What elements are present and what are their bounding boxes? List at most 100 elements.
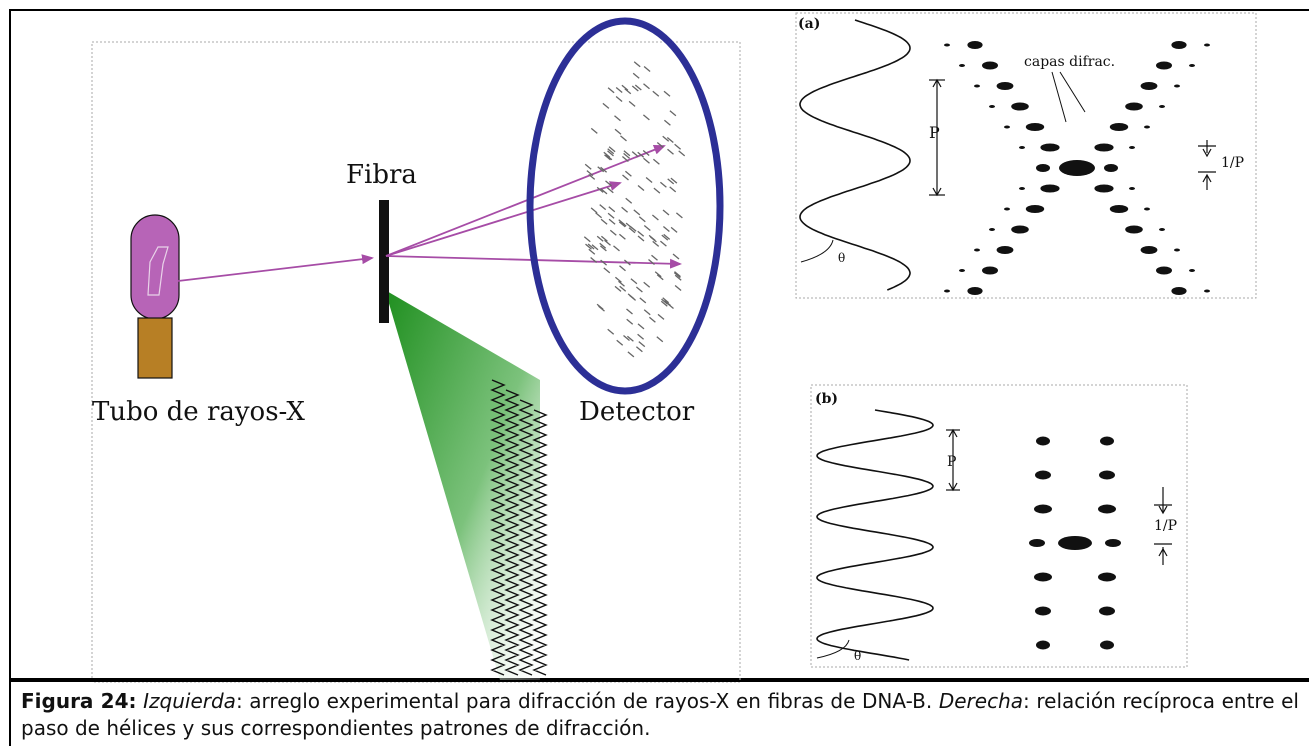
- panel-b: (b) θ P 1/P: [810, 384, 1188, 668]
- diffraction-spot: [1035, 606, 1051, 616]
- diffraction-spot: [1059, 160, 1095, 176]
- detector-mark: [606, 187, 614, 194]
- detector-mark: [590, 207, 598, 214]
- detector-mark: [590, 127, 598, 134]
- detector-mark: [618, 280, 625, 287]
- detector-mark: [661, 298, 668, 305]
- diffraction-spot: [1035, 470, 1051, 480]
- panel-a-tag: (a): [798, 16, 820, 32]
- detector-mark: [613, 245, 620, 252]
- detector-mark: [674, 285, 682, 291]
- detector-mark: [642, 114, 650, 121]
- detector-mark: [607, 148, 615, 155]
- detector-mark: [618, 221, 626, 228]
- dna-strand: [518, 399, 534, 676]
- detector-mark: [673, 272, 681, 279]
- diffraction-spot: [1156, 266, 1172, 275]
- diffraction-spot: [1029, 539, 1045, 547]
- detector-mark: [662, 135, 670, 142]
- diffraction-spot: [1099, 470, 1115, 480]
- dna-strand: [504, 389, 520, 676]
- detector-mark: [595, 212, 603, 219]
- detector-mark: [635, 286, 643, 293]
- detector-mark: [583, 236, 591, 243]
- detector-mark: [614, 285, 622, 292]
- detector-mark: [621, 156, 629, 162]
- detector-mark: [643, 309, 651, 316]
- diffraction-spot: [1144, 207, 1150, 211]
- diffraction-spot: [1174, 84, 1180, 88]
- diffraction-spot: [1036, 640, 1050, 650]
- magnified-cone: [385, 290, 540, 680]
- detector-mark: [653, 187, 661, 194]
- diffraction-spot: [1011, 102, 1029, 111]
- detector-mark: [639, 297, 647, 304]
- detector-mark: [623, 335, 630, 341]
- diffraction-spot: [1040, 143, 1060, 152]
- layers-pointer: [1051, 71, 1086, 123]
- diffraction-spot: [1140, 246, 1158, 254]
- detector-mark: [659, 181, 667, 188]
- fiber-label: Fibra: [346, 160, 417, 190]
- caption-right-word: Derecha: [938, 689, 1024, 713]
- panel-b-border: [810, 384, 1188, 668]
- detector-mark: [607, 87, 615, 94]
- xray-tube-icon: [130, 214, 180, 379]
- diffraction-spot: [1189, 64, 1195, 67]
- detector-mark: [608, 218, 616, 225]
- detector-mark: [596, 235, 604, 242]
- dna-strand: [532, 409, 548, 676]
- diffraction-spot: [1004, 125, 1010, 129]
- detector-mark: [637, 151, 645, 158]
- detector-mark: [615, 96, 623, 102]
- diffraction-spot: [974, 84, 980, 88]
- detector-mark: [674, 143, 682, 150]
- detector-mark: [670, 226, 678, 233]
- caption-text-1: : arreglo experimental para difracción d…: [235, 689, 939, 713]
- diffraction-spot: [959, 64, 965, 67]
- detector-mark: [628, 100, 636, 107]
- diffraction-spot: [1040, 184, 1060, 193]
- diffraction-spot: [1109, 123, 1129, 131]
- detector-mark: [661, 234, 669, 241]
- detector-mark: [633, 61, 641, 68]
- recip-bracket-b: [1154, 487, 1172, 565]
- detector-mark: [588, 248, 596, 255]
- diffraction-spot: [1129, 146, 1135, 149]
- detector-mark: [599, 242, 607, 249]
- detector-mark: [662, 209, 670, 216]
- detector-mark: [674, 274, 682, 281]
- detector-mark: [660, 300, 668, 307]
- detector-mark: [663, 90, 671, 97]
- detector-mark: [630, 278, 638, 285]
- detector-mark: [623, 259, 631, 266]
- detector-mark: [622, 174, 629, 181]
- detector-mark: [635, 346, 643, 353]
- detector-mark: [667, 303, 674, 309]
- diffraction-spot: [1099, 606, 1115, 616]
- detector-mark: [663, 119, 671, 126]
- diffraction-spot: [1004, 207, 1010, 211]
- diffraction-spot: [974, 248, 980, 252]
- panel-b-tag: (b): [815, 391, 838, 407]
- detector-mark: [600, 259, 608, 266]
- panel-a-border: [795, 12, 1257, 299]
- detector-mark: [627, 293, 635, 300]
- diffraction-spot: [1174, 248, 1180, 252]
- diffraction-spot: [1104, 164, 1118, 172]
- pitch-bracket-a: [929, 78, 945, 197]
- detector-mark: [626, 335, 634, 342]
- fiber-icon: [379, 200, 389, 323]
- detector-mark: [648, 234, 656, 241]
- detector-mark: [652, 90, 660, 97]
- detector-mark: [651, 254, 658, 261]
- detector-mark: [631, 151, 639, 158]
- detector-mark: [590, 257, 598, 263]
- diffraction-spot: [1034, 572, 1052, 582]
- detector-mark: [624, 170, 632, 177]
- detector-mark: [637, 185, 645, 191]
- detector-mark: [614, 115, 621, 122]
- diffraction-spot: [1204, 289, 1210, 293]
- diffraction-spot: [1129, 187, 1135, 190]
